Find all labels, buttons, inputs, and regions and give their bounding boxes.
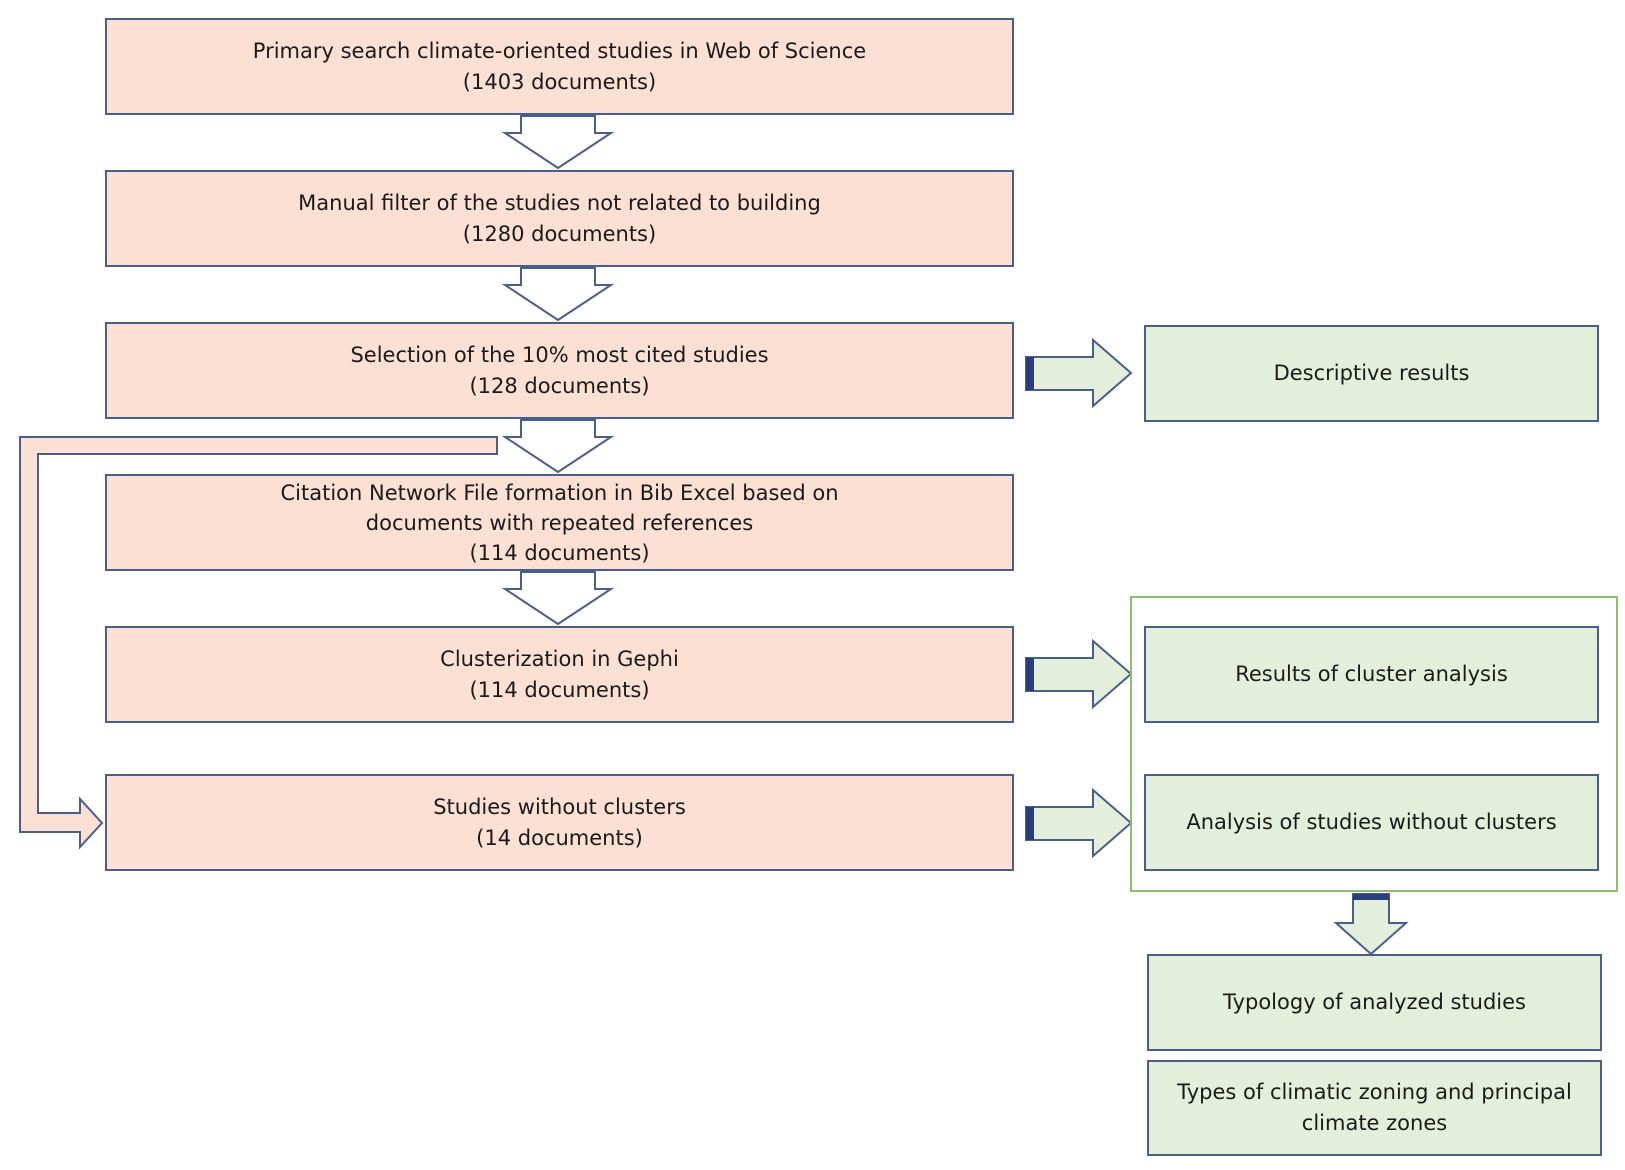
arrow-handle-without-clusters [1026,807,1034,840]
down-arrow-1 [501,115,615,170]
step-primary-search-title: Primary search climate-oriented studies … [252,38,867,63]
result-climatic-zoning-line1: Types of climatic zoning and principal [1177,1080,1572,1104]
result-descriptive-label: Descriptive results [1273,361,1470,385]
step-selection-count: (128 documents) [469,373,650,398]
step-manual-filter-count: (1280 documents) [462,221,657,246]
step-without-clusters: Studies without clusters (14 documents) [105,774,1014,871]
result-without-clusters: Analysis of studies without clusters [1144,774,1599,871]
results-group-frame [1130,596,1618,892]
bypass-loop-arrow [19,436,498,850]
down-arrow-2 [501,267,615,322]
result-without-clusters-label: Analysis of studies without clusters [1186,810,1557,834]
step-citation-network: Citation Network File formation in Bib E… [105,474,1014,571]
step-clusterization-count: (114 documents) [469,677,650,702]
right-arrow-without-clusters [1025,787,1133,859]
step-without-clusters-title: Studies without clusters [433,794,686,819]
result-typology: Typology of analyzed studies [1147,954,1602,1051]
down-arrow-4 [501,571,615,626]
down-arrow-group [1333,893,1409,956]
step-selection: Selection of the 10% most cited studies … [105,322,1014,419]
step-primary-search: Primary search climate-oriented studies … [105,18,1014,115]
step-selection-title: Selection of the 10% most cited studies [350,342,769,367]
step-citation-network-title-line1: Citation Network File formation in Bib E… [280,480,839,505]
result-descriptive: Descriptive results [1144,325,1599,422]
result-cluster-analysis-label: Results of cluster analysis [1235,662,1508,686]
right-arrow-descriptive [1025,337,1133,409]
right-arrow-cluster [1025,638,1133,710]
result-typology-label: Typology of analyzed studies [1223,990,1526,1014]
result-cluster-analysis: Results of cluster analysis [1144,626,1599,723]
step-citation-network-count: (114 documents) [469,540,650,565]
result-climatic-zoning-line2: climate zones [1301,1111,1448,1135]
step-primary-search-count: (1403 documents) [462,69,657,94]
arrow-handle-descriptive [1026,357,1034,390]
step-clusterization-title: Clusterization in Gephi [440,646,679,671]
arrow-handle-cluster [1026,658,1034,691]
step-manual-filter: Manual filter of the studies not related… [105,170,1014,267]
step-without-clusters-count: (14 documents) [476,825,643,850]
step-manual-filter-title: Manual filter of the studies not related… [298,190,821,215]
arrow-handle-group [1353,894,1389,900]
down-arrow-3 [501,419,615,474]
result-climatic-zoning: Types of climatic zoning and principal c… [1147,1060,1602,1156]
step-citation-network-title-line2: documents with repeated references [365,510,754,535]
step-clusterization: Clusterization in Gephi (114 documents) [105,626,1014,723]
